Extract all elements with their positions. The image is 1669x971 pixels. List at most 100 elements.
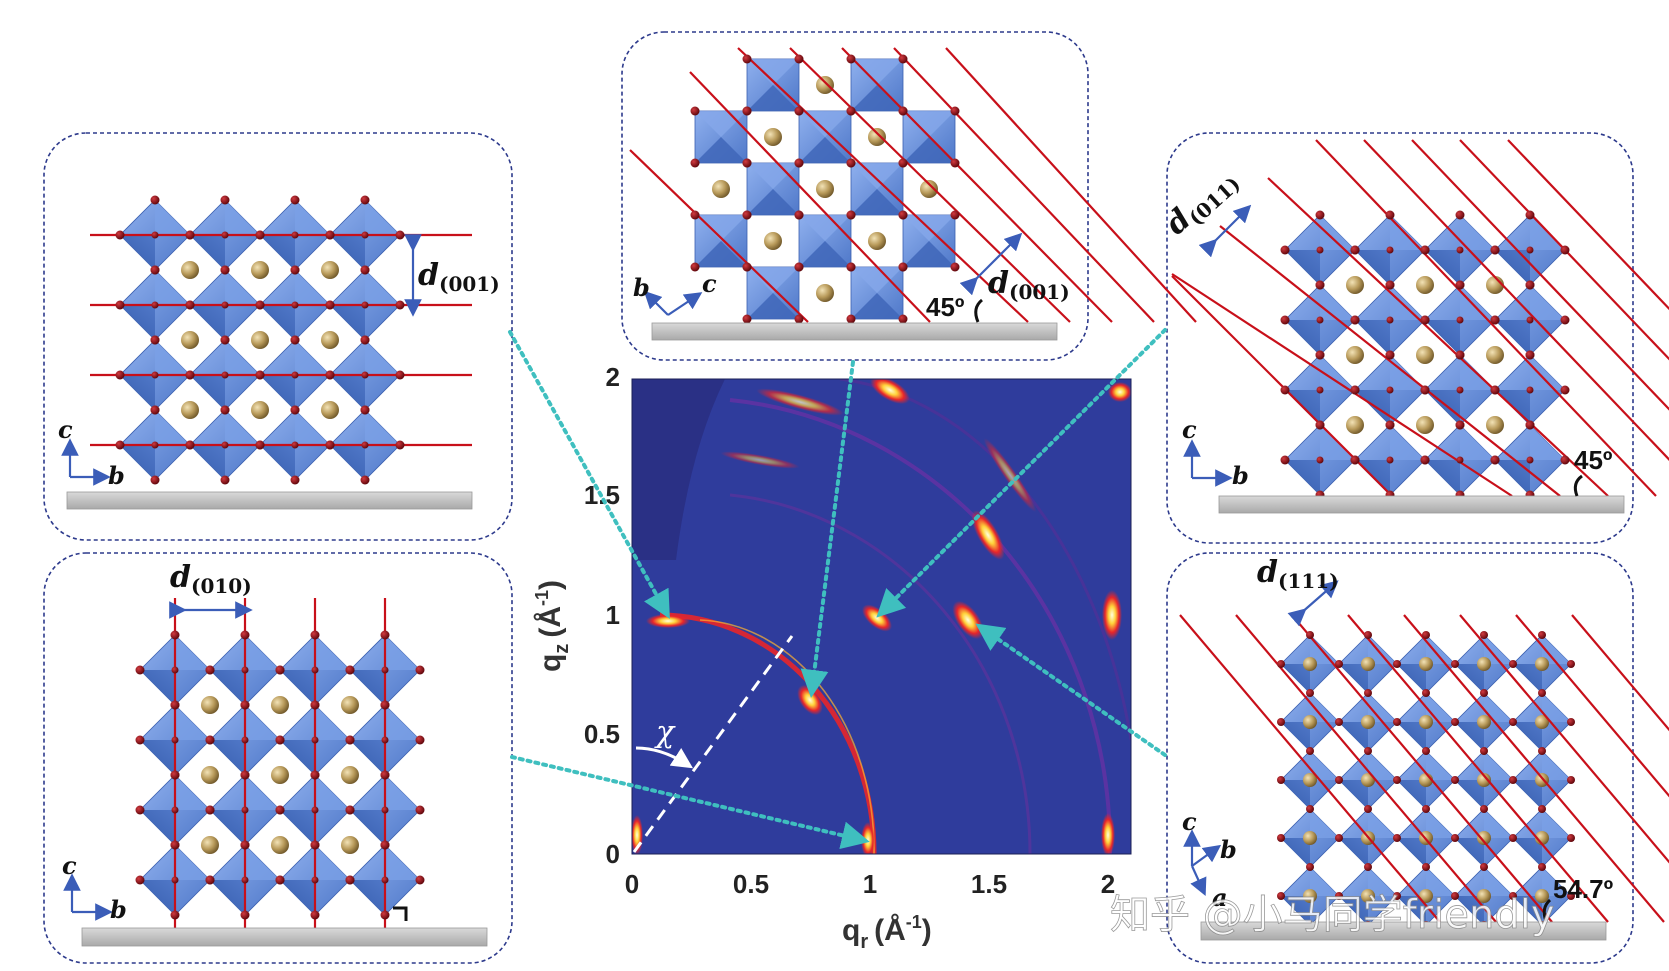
x-site-atom <box>205 875 215 885</box>
top-left-labels: d(001) c b <box>58 234 500 490</box>
octahedron-face <box>1390 215 1425 250</box>
octahedron-face <box>1495 320 1530 355</box>
lattice-plane-line <box>1571 614 1669 732</box>
lattice-plane-line <box>1347 614 1609 923</box>
x-site-atom <box>325 440 335 450</box>
x-site-atom <box>381 736 389 744</box>
x-site-atom <box>185 300 195 310</box>
x-site-atom <box>150 405 160 415</box>
x-site-atom <box>381 666 389 674</box>
x-site-atom <box>742 54 752 64</box>
x-site-atom <box>742 314 752 324</box>
lattice-plane-line <box>1459 139 1669 361</box>
x-site-atom <box>171 876 179 884</box>
x-site-atom <box>1509 892 1517 900</box>
connector-010-spot <box>510 755 870 850</box>
angle-arc <box>1573 474 1583 497</box>
x-site-atom <box>150 195 160 205</box>
octahedron-face <box>210 810 245 845</box>
x-site-atom <box>1509 834 1517 842</box>
x-site-atom <box>1277 892 1285 900</box>
x-site-atom <box>1315 420 1325 430</box>
octahedron-face <box>190 305 225 340</box>
bottom-left-labels: d(010) c b <box>62 560 408 924</box>
substrates <box>66 322 1625 947</box>
a-site-atom <box>1535 889 1549 903</box>
octahedron-face <box>1425 250 1460 285</box>
x-site-atom <box>361 231 369 239</box>
x-site-atom <box>898 158 908 168</box>
octahedron-face <box>1460 285 1495 320</box>
spot-7 <box>971 510 1005 560</box>
a-site-atom <box>712 180 730 198</box>
x-site-atom <box>171 736 179 744</box>
x-site-atom <box>1422 689 1430 697</box>
octahedron-face <box>385 705 420 740</box>
x-site-atom <box>205 735 215 745</box>
a-site-atom <box>341 696 359 714</box>
octahedron-face <box>350 880 385 915</box>
octahedron-face <box>1542 867 1571 896</box>
x-site-atom <box>290 405 300 415</box>
x-site-atom <box>220 195 230 205</box>
octahedron-face <box>1425 390 1460 425</box>
x-site-atom <box>415 875 425 885</box>
x-site-atom <box>794 262 804 272</box>
a-site-atom <box>1416 416 1434 434</box>
axis-c-label: c <box>58 415 73 444</box>
octahedron-face <box>1542 693 1571 722</box>
octahedron-face <box>210 880 245 915</box>
octahedron-face <box>1513 838 1542 867</box>
lattice-plane-line <box>1363 139 1669 461</box>
octahedron-face <box>350 810 385 845</box>
x-site-atom <box>1560 315 1570 325</box>
octahedron-face <box>1281 780 1310 809</box>
x-tick-1: 1 <box>863 869 877 899</box>
octahedron-face <box>1285 320 1320 355</box>
x-site-atom <box>1420 245 1430 255</box>
a-site-atom <box>271 766 289 784</box>
x-site-atom <box>950 158 960 168</box>
a-site-atom <box>201 766 219 784</box>
spot-3 <box>861 822 875 854</box>
x-site-atom <box>1567 718 1575 726</box>
x-site-atom <box>205 665 215 675</box>
a-site-atom <box>920 180 938 198</box>
chi-arc <box>635 746 694 769</box>
x-site-atom <box>1350 455 1360 465</box>
x-site-atom <box>1456 316 1464 324</box>
x-site-atom <box>1315 210 1325 220</box>
x-site-atom <box>1560 245 1570 255</box>
octahedron-face <box>1460 215 1495 250</box>
d-index: (001) <box>1009 280 1070 304</box>
x-site-atom <box>380 910 390 920</box>
x-site-atom <box>135 665 145 675</box>
x-site-atom <box>1422 747 1430 755</box>
x-site-atom <box>1422 805 1430 813</box>
x-site-atom <box>240 910 250 920</box>
octahedron-face <box>280 670 315 705</box>
x-site-atom <box>690 106 700 116</box>
x-site-atom <box>291 441 299 449</box>
x-site-atom <box>1525 350 1535 360</box>
x-site-atom <box>1526 456 1534 464</box>
octahedron-face <box>120 375 155 410</box>
x-site-atom <box>846 158 856 168</box>
x-site-atom <box>241 876 249 884</box>
octahedron-face <box>1310 635 1339 664</box>
octahedron-face <box>175 705 210 740</box>
d-letter: d <box>170 560 191 595</box>
lattice-plane-line <box>841 47 1113 323</box>
x-axis-label: qr(Å-1) <box>842 912 932 953</box>
x-site-atom <box>325 370 335 380</box>
x-site-atom <box>345 805 355 815</box>
octahedron-face <box>225 270 260 305</box>
octahedron-face <box>1425 460 1460 495</box>
x-site-atom <box>1525 420 1535 430</box>
x-site-atom <box>360 475 370 485</box>
octahedron-face <box>1368 867 1397 896</box>
x-site-atom <box>1364 689 1372 697</box>
x-site-atom <box>1335 834 1343 842</box>
x-site-atom <box>1280 315 1290 325</box>
octahedron-face <box>851 163 903 189</box>
